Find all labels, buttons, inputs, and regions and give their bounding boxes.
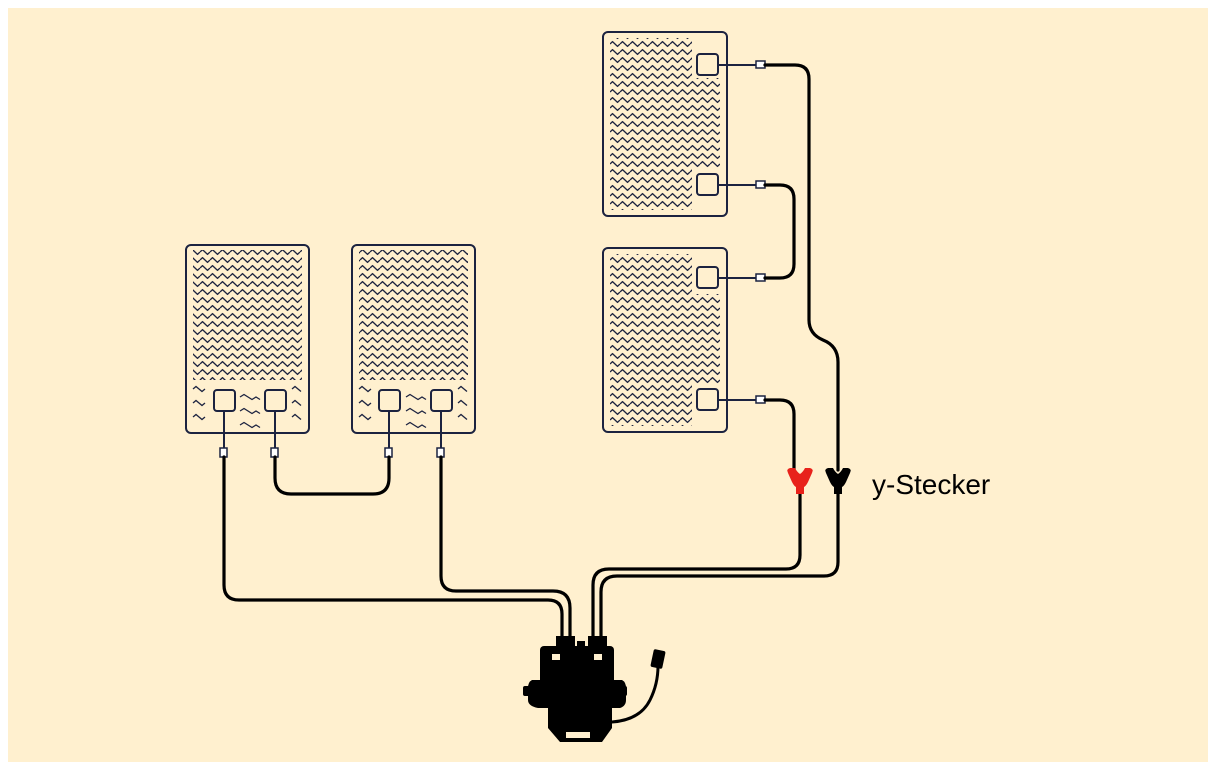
cable-bridge-right xyxy=(763,183,796,280)
y-connector-label: y-Stecker xyxy=(872,469,990,500)
cable-left-inner xyxy=(439,455,572,644)
cable-black-to-inverter xyxy=(599,490,840,644)
cable-bridge-left xyxy=(273,455,391,496)
junction-box xyxy=(696,173,719,196)
junction-box xyxy=(264,389,287,412)
solar-panel-left-2 xyxy=(351,244,476,458)
junction-box xyxy=(378,389,401,412)
cable-right-top xyxy=(763,63,840,472)
microinverter-icon xyxy=(523,636,666,742)
junction-box xyxy=(430,389,453,412)
junction-box xyxy=(696,266,719,289)
junction-box xyxy=(213,389,236,412)
solar-panel-right-top xyxy=(602,31,766,217)
junction-box xyxy=(696,53,719,76)
y-connector-black-icon xyxy=(825,468,851,494)
cable-red-to-inverter xyxy=(591,490,802,644)
solar-panel-left-1 xyxy=(185,244,310,458)
cable-left-outer xyxy=(222,455,564,644)
cable-right-bottom xyxy=(763,398,796,472)
y-connector-red-icon xyxy=(787,468,813,494)
solar-panel-right-bottom xyxy=(602,247,766,433)
junction-box xyxy=(696,388,719,411)
cables xyxy=(222,63,840,644)
